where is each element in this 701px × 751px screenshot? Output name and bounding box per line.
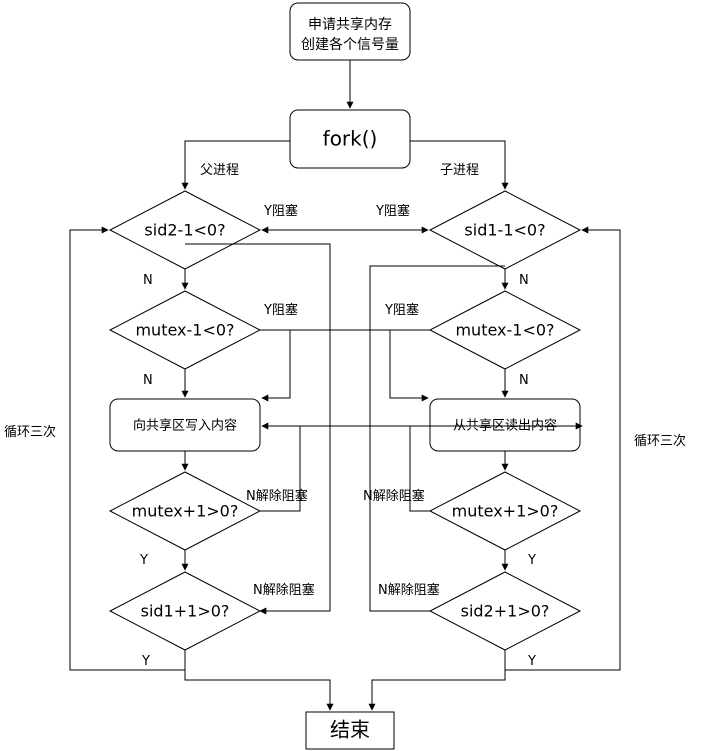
- parent-mutex-release-decision-label: mutex+1>0?: [132, 502, 239, 521]
- parent-sid1-release-decision-label: sid1+1>0?: [141, 602, 230, 621]
- label-child-unblock-1: N解除阻塞: [363, 488, 425, 504]
- label-parent-loop: 循环三次: [4, 424, 56, 440]
- label-child-block-2: Y阻塞: [384, 302, 419, 318]
- child-sid2-release-decision-label: sid2+1>0?: [461, 602, 550, 621]
- label-child-branch: 子进程: [440, 163, 479, 178]
- label-child-yes-2: Y: [527, 654, 536, 669]
- child-mutex-release-decision-label: mutex+1>0?: [452, 502, 559, 521]
- parent-write-node-label: 向共享区写入内容: [133, 418, 237, 434]
- fork-node: [289, 109, 411, 169]
- label-parent-block-1: Y阻塞: [263, 203, 298, 219]
- edge-child-mutex-block: [260, 329, 430, 398]
- edge-child-to-end: [368, 670, 506, 711]
- start-node-line1: 申请共享内存: [308, 16, 392, 33]
- label-child-no-2: N: [519, 373, 529, 388]
- label-parent-yes-2: Y: [141, 654, 150, 669]
- edge-child-mutex-unblock: [261, 422, 430, 512]
- parent-mutex-decision-label: mutex-1<0?: [135, 321, 234, 340]
- edge-fork-to-parent: [181, 140, 290, 190]
- fork-node-label: fork(): [323, 127, 378, 151]
- label-parent-block-2: Y阻塞: [263, 302, 298, 318]
- label-parent-unblock-1: N解除阻塞: [246, 488, 308, 504]
- child-mutex-decision-label: mutex-1<0?: [455, 321, 554, 340]
- label-parent-no-1: N: [143, 273, 153, 288]
- end-node: [305, 711, 395, 750]
- edge-parent-mutex-unblock: [260, 422, 583, 512]
- edge-fork-to-child: [410, 140, 509, 190]
- label-parent-branch: 父进程: [200, 163, 239, 178]
- edge-parent-sid1-unblock: [185, 243, 331, 615]
- edge-child-loop: [504, 226, 621, 671]
- label-parent-no-2: N: [143, 373, 153, 388]
- label-child-yes-1: Y: [527, 553, 536, 568]
- label-parent-yes-1: Y: [139, 553, 148, 568]
- edge-parent-to-end: [184, 670, 334, 711]
- label-child-unblock-2: N解除阻塞: [378, 582, 440, 598]
- end-node-label: 结束: [330, 718, 370, 742]
- edge-parent-mutex-block: [260, 329, 291, 402]
- edge-parent-loop: [69, 226, 186, 671]
- edge-child-sid2-unblock: [369, 265, 505, 612]
- label-child-no-1: N: [519, 273, 529, 288]
- label-parent-unblock-2: N解除阻塞: [253, 582, 315, 598]
- label-child-block-1: Y阻塞: [375, 203, 410, 219]
- label-child-loop: 循环三次: [634, 433, 686, 449]
- child-sid1-decision-label: sid1-1<0?: [464, 221, 545, 240]
- parent-sid2-decision-label: sid2-1<0?: [144, 221, 225, 240]
- start-node-line2: 创建各个信号量: [301, 37, 399, 53]
